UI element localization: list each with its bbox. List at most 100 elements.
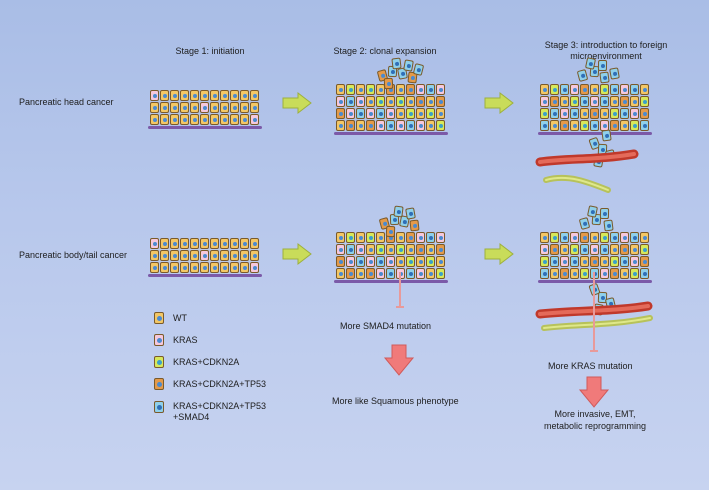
tissue-cell <box>580 120 589 131</box>
tissue-cell <box>356 256 365 267</box>
tissue-cell <box>416 268 425 279</box>
tissue-cell <box>190 262 199 273</box>
tissue-cell <box>366 244 375 255</box>
tissue-cell <box>240 250 249 261</box>
invading-cell <box>603 219 614 232</box>
row-label-head: Pancreatic head cancer <box>19 97 114 107</box>
tissue-cell <box>230 90 239 101</box>
tissue-cell <box>396 232 405 243</box>
tissue-cell <box>356 244 365 255</box>
tissue-cell <box>366 84 375 95</box>
tissue-cell <box>366 120 375 131</box>
tissue-cell <box>610 256 619 267</box>
tissue-cell <box>406 256 415 267</box>
tissue-cell <box>386 256 395 267</box>
tissue-cell <box>396 244 405 255</box>
tissue-cell <box>406 84 415 95</box>
tissue-cell <box>170 262 179 273</box>
tissue-cell <box>560 84 569 95</box>
tissue-cell <box>620 232 629 243</box>
tissue-cell <box>630 96 639 107</box>
tissue-cell <box>250 250 259 261</box>
tissue-cell <box>180 102 189 113</box>
tissue-cell <box>630 256 639 267</box>
tissue-cell <box>230 262 239 273</box>
tissue-cell <box>210 102 219 113</box>
tissue-cell <box>590 256 599 267</box>
legend-label-kras-cdkn2a: KRAS+CDKN2A <box>173 357 240 367</box>
tissue-cell <box>630 244 639 255</box>
tissue-cell <box>590 244 599 255</box>
tissue-cell <box>620 84 629 95</box>
tissue-cell <box>406 120 415 131</box>
tissue-cell <box>426 96 435 107</box>
tissue-cell <box>416 120 425 131</box>
tissue-cell <box>560 256 569 267</box>
tissue-cell <box>386 108 395 119</box>
tissue-cell <box>220 114 229 125</box>
tissue-cell <box>550 244 559 255</box>
tissue-cell <box>540 244 549 255</box>
expanding-cell <box>393 205 404 218</box>
tissue-cell <box>220 262 229 273</box>
tissue-cell <box>540 96 549 107</box>
tissue-cell <box>220 90 229 101</box>
legend-swatch-kras-cdkn2a-tp53 <box>154 378 164 390</box>
tissue-cell <box>600 244 609 255</box>
tissue-cell <box>210 262 219 273</box>
tissue-cell <box>356 120 365 131</box>
tissue-cell <box>150 90 159 101</box>
arrow-body-1-2 <box>282 242 312 266</box>
connector-kras-end <box>590 350 598 352</box>
tissue-cell <box>426 120 435 131</box>
invading-cell <box>601 129 612 142</box>
tissue-cell <box>630 108 639 119</box>
invading-cell <box>599 71 610 84</box>
tissue-cell <box>580 256 589 267</box>
tissue-cell <box>580 108 589 119</box>
tissue-cell <box>376 244 385 255</box>
tissue-cell <box>620 268 629 279</box>
invading-cell <box>597 59 608 72</box>
tissue-cell <box>396 120 405 131</box>
tissue-cell <box>416 108 425 119</box>
tissue-cell <box>250 90 259 101</box>
tissue-cell <box>640 268 649 279</box>
tissue-cell <box>336 244 345 255</box>
tissue-cell <box>240 238 249 249</box>
expanding-cell <box>405 207 416 220</box>
tissue-cell <box>220 238 229 249</box>
tissue-cell <box>580 96 589 107</box>
tissue-cell <box>366 232 375 243</box>
tissue-cell <box>230 114 239 125</box>
tissue-cell <box>406 108 415 119</box>
stage-3-title-line2: microenvironment <box>570 51 642 61</box>
tissue-cell <box>580 268 589 279</box>
basement-membrane <box>538 280 652 283</box>
tissue-cell <box>640 232 649 243</box>
tissue-cell <box>336 256 345 267</box>
tissue-cell <box>550 108 559 119</box>
tissue-cell <box>346 256 355 267</box>
tissue-cell <box>580 232 589 243</box>
tissue-cell <box>426 268 435 279</box>
legend-label-kras: KRAS <box>173 335 198 345</box>
vessel-head <box>535 149 639 193</box>
tissue-cell <box>210 90 219 101</box>
tissue-cell <box>560 244 569 255</box>
tissue-cell <box>590 108 599 119</box>
expanding-cell <box>385 225 396 238</box>
tissue-cell <box>570 244 579 255</box>
tissue-cell <box>170 250 179 261</box>
tissue-cell <box>640 256 649 267</box>
tissue-cell <box>620 120 629 131</box>
tissue-cell <box>376 96 385 107</box>
tissue-cell <box>426 256 435 267</box>
tissue-cell <box>396 96 405 107</box>
annotation-invasive-line2: metabolic reprogramming <box>543 421 647 431</box>
tissue-cell <box>170 238 179 249</box>
invading-cell <box>576 69 589 82</box>
tissue-cell <box>356 232 365 243</box>
arrow-head-2-3 <box>484 91 514 115</box>
legend-swatch-kras <box>154 334 164 346</box>
